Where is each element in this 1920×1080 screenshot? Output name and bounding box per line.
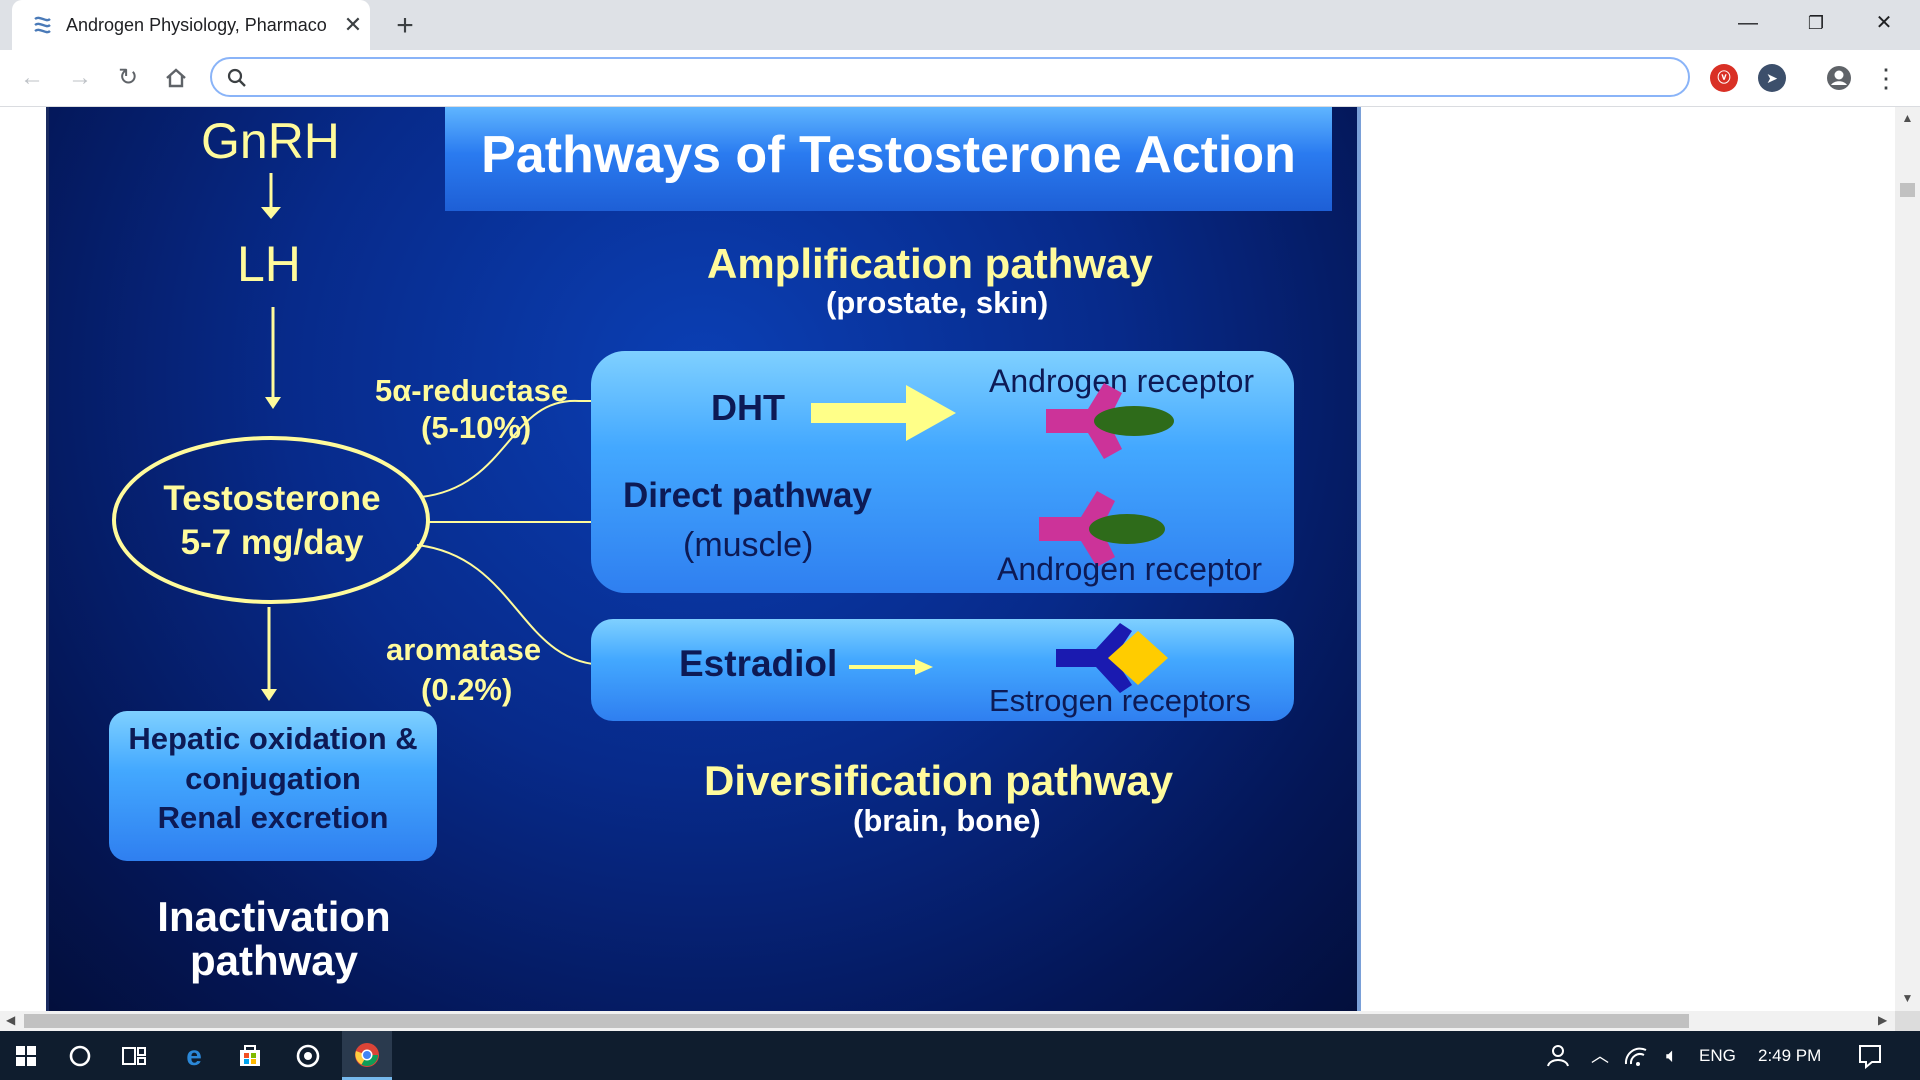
reductase-curve [420,399,669,498]
estrogen-receptor-icon [1056,623,1168,693]
amplification-title: Amplification pathway [707,240,1153,287]
profile-icon[interactable] [1825,64,1853,92]
site-favicon-icon [34,16,51,34]
estradiol-label: Estradiol [679,643,838,684]
androgen-receptor-bottom-icon [1039,491,1165,567]
gnrh-label: GnRH [201,113,340,169]
scroll-up-icon[interactable]: ▲ [1901,111,1914,125]
horizontal-scroll-thumb[interactable] [24,1014,1689,1028]
direct-pathway-subtitle: (muscle) [683,526,814,564]
windows-start-icon[interactable] [6,1038,46,1074]
aromatase-percent: (0.2%) [421,672,513,707]
home-icon[interactable] [160,62,192,94]
aromatase-label: aromatase [386,632,542,667]
direct-pathway-title: Direct pathway [623,476,872,515]
chrome-taskbar-button[interactable] [342,1031,392,1080]
restore-icon[interactable]: ❐ [1807,13,1825,33]
inactivation-line2: pathway [189,937,359,984]
media-app-icon[interactable] [288,1038,328,1074]
vertical-scroll-thumb[interactable] [1900,183,1915,197]
lh-label: LH [237,236,301,292]
cortana-search-icon[interactable] [60,1038,100,1074]
browser-toolbar: ← → ↻ ⓥ ➤ ⋮ [0,50,1920,107]
extension-red-icon[interactable]: ⓥ [1710,64,1738,92]
testosterone-label: Testosterone [163,479,381,518]
reload-icon[interactable]: ↻ [117,64,139,91]
network-icon[interactable] [1616,1038,1656,1074]
clock[interactable]: 2:49 PM [1758,1046,1822,1065]
window-close-icon[interactable]: ✕ [1875,12,1893,34]
slide-title-banner: Pathways of Testosterone Action [445,107,1332,211]
store-icon[interactable] [230,1038,270,1074]
dht-label: DHT [711,387,785,428]
back-icon[interactable]: ← [20,64,44,91]
slide: Pathways of Testosterone Action GnRH LH … [46,107,1361,1011]
tab-active[interactable]: Androgen Physiology, Pharmaco ✕ [12,0,370,50]
estradiol-arrow-icon [849,659,933,675]
hepatic-line3: Renal excretion [157,800,389,835]
minimize-icon[interactable]: — [1738,12,1758,34]
scroll-left-icon[interactable]: ◀ [6,1013,16,1027]
reductase-label: 5α-reductase [375,373,569,408]
scroll-down-icon[interactable]: ▼ [1901,991,1914,1005]
testosterone-ellipse [112,436,430,604]
inactivation-line1: Inactivation [157,893,391,940]
hepatic-line2: conjugation [185,761,361,796]
estrogen-receptors-label: Estrogen receptors [989,683,1251,718]
aromatase-curve [416,544,659,667]
tab-strip: Androgen Physiology, Pharmaco ✕ + — ❐ ✕ [0,0,1920,50]
amplification-direct-box: DHT Androgen receptor Direct pathway (mu… [591,351,1294,593]
address-input[interactable] [258,65,1662,93]
scroll-right-icon[interactable]: ▶ [1878,1013,1888,1027]
action-center-icon[interactable] [1850,1038,1890,1074]
androgen-receptor-top-icon [1046,383,1174,459]
amplification-subtitle: (prostate, skin) [826,285,1049,320]
search-icon [227,68,246,87]
chrome-icon [355,1043,379,1067]
horizontal-scrollbar[interactable]: ◀ ▶ [0,1011,1895,1031]
lh-testosterone-arrowhead [265,397,281,409]
menu-kebab-icon[interactable]: ⋮ [1873,63,1899,93]
testosterone-dose: 5-7 mg/day [180,523,364,562]
extension-cursor-icon[interactable]: ➤ [1758,64,1786,92]
inactivation-arrowhead [261,689,277,701]
windows-taskbar: e ︿ 🔈︎ ENG 2:49 PM [0,1031,1920,1080]
address-bar[interactable] [210,57,1690,97]
vertical-scrollbar[interactable]: ▲ ▼ [1895,107,1920,1011]
people-icon[interactable] [1536,1038,1576,1074]
page-viewport: Pathways of Testosterone Action GnRH LH … [0,107,1895,1011]
diversification-title: Diversification pathway [704,757,1174,804]
slide-title: Pathways of Testosterone Action [481,126,1296,184]
scrollbar-corner [1895,1011,1920,1031]
edge-browser-icon[interactable]: e [186,1040,202,1071]
tab-close-icon[interactable]: ✕ [343,12,363,37]
diversification-subtitle: (brain, bone) [853,803,1041,838]
forward-icon[interactable]: → [68,64,92,91]
tab-title: Androgen Physiology, Pharmaco [66,15,327,35]
reductase-percent: (5-10%) [421,410,532,445]
gnrh-lh-arrowhead [261,207,281,219]
language-indicator[interactable]: ENG [1699,1046,1736,1065]
task-view-icon[interactable] [114,1038,154,1074]
volume-icon[interactable]: 🔈︎ [1666,1045,1678,1067]
hepatic-line1: Hepatic oxidation & [128,721,418,756]
show-hidden-icons-icon[interactable]: ︿ [1591,1046,1609,1066]
androgen-receptor-bottom-label: Androgen receptor [997,551,1263,587]
dht-arrow-icon [811,385,956,441]
new-tab-icon[interactable]: + [396,9,414,42]
estradiol-box: Estradiol Estrogen receptors [591,619,1294,721]
hepatic-box: Hepatic oxidation & conjugation Renal ex… [109,711,437,861]
